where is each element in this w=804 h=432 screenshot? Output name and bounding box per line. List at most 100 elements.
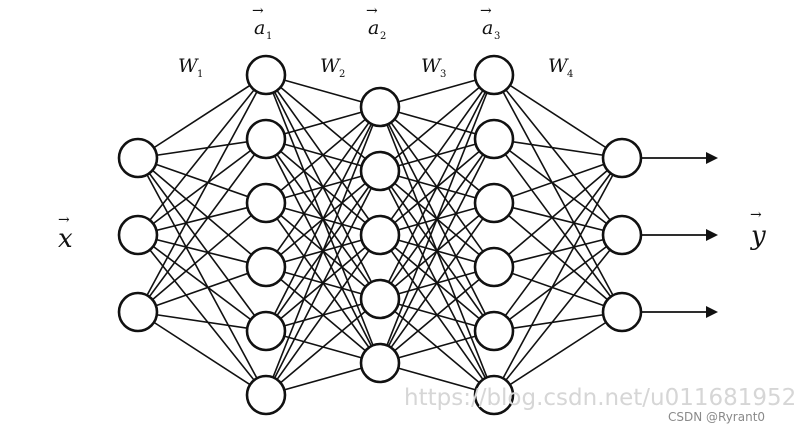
neuron-hidden-2 — [359, 86, 401, 128]
connection-edge — [493, 202, 623, 313]
weight-w1-base: W — [178, 55, 199, 77]
activation-a1-base: a — [254, 17, 265, 39]
connection-edge — [137, 138, 267, 159]
neuron-hidden-1 — [245, 374, 287, 416]
connection-edge — [493, 138, 623, 313]
neuron-hidden-1 — [245, 54, 287, 96]
connection-edge — [493, 266, 623, 313]
connection-edge — [379, 74, 495, 236]
activation-label-a2: → a 2 — [366, 3, 386, 42]
neuron-hidden-2 — [359, 150, 401, 192]
connection-edge — [137, 74, 267, 236]
connection-edge — [493, 234, 623, 268]
connection-edge — [493, 74, 623, 159]
neuron-hidden-2 — [359, 342, 401, 384]
weight-w3-base: W — [421, 55, 442, 77]
neuron-hidden-3 — [473, 310, 515, 352]
vector-arrow-icon: → — [58, 212, 70, 228]
connection-edge — [379, 202, 495, 364]
weight-label-w2: W 2 — [320, 55, 345, 80]
neuron-hidden-2 — [359, 278, 401, 320]
activation-a1-sub: 1 — [266, 31, 272, 42]
connection-edge — [137, 311, 267, 396]
connection-edge — [137, 157, 267, 332]
neuron-hidden-2 — [359, 214, 401, 256]
connection-edge — [265, 106, 381, 268]
activation-a2-base: a — [368, 17, 379, 39]
connection-edge — [493, 234, 623, 332]
neuron-hidden-1 — [245, 246, 287, 288]
connection-edge — [137, 234, 267, 332]
neuron-hidden-3 — [473, 246, 515, 288]
activation-label-a1: → a 1 — [252, 3, 272, 42]
neuron-hidden-3 — [473, 374, 515, 416]
vector-arrow-icon: → — [252, 3, 264, 19]
neuron-hidden-3 — [473, 182, 515, 224]
input-vector-label: x → — [58, 212, 73, 254]
connection-edge — [379, 74, 495, 364]
connection-edge — [493, 74, 623, 313]
connection-edge — [265, 106, 381, 204]
weight-label-w4: W 4 — [548, 55, 573, 80]
connection-edge — [137, 74, 267, 159]
connection-edge — [137, 202, 267, 313]
connection-edge — [379, 266, 495, 364]
weight-label-w1: W 1 — [178, 55, 203, 80]
weight-w2-base: W — [320, 55, 341, 77]
output-vector-label: y → — [750, 207, 766, 251]
connection-edge — [493, 202, 623, 236]
connection-edge — [493, 311, 623, 396]
connection-edge — [137, 138, 267, 313]
activation-a2-sub: 2 — [380, 31, 386, 42]
connection-edge — [137, 311, 267, 332]
connection-edge — [137, 234, 267, 268]
connection-edge — [137, 234, 267, 396]
connection-edge — [137, 157, 267, 268]
weight-w4-base: W — [548, 55, 569, 77]
weight-w4-sub: 4 — [567, 69, 573, 80]
output-label-text: y — [750, 221, 766, 251]
connection-edge — [493, 74, 623, 236]
vector-arrow-icon: → — [750, 207, 762, 223]
connections — [137, 74, 623, 396]
weight-w1-sub: 1 — [197, 69, 203, 80]
vector-arrow-icon: → — [366, 3, 378, 19]
connection-edge — [137, 157, 267, 204]
neuron-hidden-1 — [245, 310, 287, 352]
activation-label-a3: → a 3 — [480, 3, 500, 42]
output-arrows — [641, 152, 718, 318]
neurons — [117, 54, 643, 416]
arrowhead-icon — [706, 306, 718, 318]
connection-edge — [379, 74, 495, 172]
connection-edge — [137, 74, 267, 313]
neuron-hidden-3 — [473, 54, 515, 96]
connection-edge — [265, 106, 381, 332]
vector-arrow-icon: → — [480, 3, 492, 19]
connection-edge — [265, 298, 381, 396]
neuron-input — [117, 291, 159, 333]
watermark-url: https://blog.csdn.net/u011681952 — [404, 385, 796, 411]
neuron-input — [117, 137, 159, 179]
connection-edge — [493, 234, 623, 396]
activation-a3-sub: 3 — [494, 31, 500, 42]
connection-edge — [265, 170, 381, 396]
weight-label-w3: W 3 — [421, 55, 446, 80]
weight-w3-sub: 3 — [440, 69, 446, 80]
arrowhead-icon — [706, 152, 718, 164]
neuron-hidden-1 — [245, 118, 287, 160]
connection-edge — [137, 266, 267, 313]
connection-edge — [493, 138, 623, 236]
connection-edge — [379, 74, 495, 300]
connection-edge — [137, 138, 267, 236]
connection-edge — [493, 157, 623, 396]
connection-edge — [265, 106, 381, 396]
connection-edge — [493, 157, 623, 268]
connection-edge — [493, 157, 623, 204]
weight-w2-sub: 2 — [339, 69, 345, 80]
neuron-hidden-1 — [245, 182, 287, 224]
activation-a3-base: a — [482, 17, 493, 39]
neuron-hidden-3 — [473, 118, 515, 160]
connection-edge — [265, 234, 381, 396]
connection-edge — [493, 138, 623, 159]
